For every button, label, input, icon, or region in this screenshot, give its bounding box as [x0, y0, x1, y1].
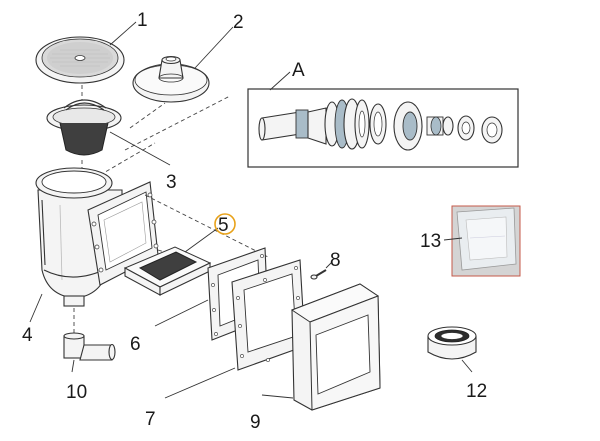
callout-9: 9	[250, 412, 261, 433]
leader-8	[325, 261, 333, 269]
leader-7	[164, 367, 236, 399]
callout-5: 5	[218, 215, 229, 236]
callout-1: 1	[137, 10, 148, 31]
callout-7: 7	[145, 409, 156, 430]
callout-12: 12	[466, 381, 487, 402]
leader-2	[194, 26, 234, 69]
callout-2: 2	[233, 12, 244, 33]
part-12-tape-roll	[427, 326, 477, 360]
assembly-line-8	[144, 194, 271, 259]
part-9-face-trim	[290, 283, 381, 411]
callout-a: A	[292, 60, 305, 81]
leader-1	[109, 21, 137, 46]
callout-6: 6	[130, 334, 141, 355]
part-7-faceplate	[231, 259, 306, 371]
leader-13	[443, 237, 463, 241]
leader-12	[461, 359, 473, 373]
part-3-basket	[46, 99, 122, 156]
part-5-filter-pad	[123, 246, 212, 296]
part-10-elbow	[63, 332, 116, 361]
leader-6	[154, 299, 209, 327]
leader-9	[261, 394, 294, 399]
leader-3	[109, 131, 171, 166]
callout-8: 8	[330, 250, 341, 271]
callout-5-highlight-ring	[214, 213, 236, 235]
callout-13: 13	[420, 231, 441, 252]
leader-5	[184, 227, 219, 253]
part-1-lid	[35, 36, 125, 84]
assembly-line-3	[129, 102, 166, 129]
assembly-line-4	[99, 142, 156, 176]
callout-3: 3	[166, 172, 177, 193]
part-8-screw	[310, 269, 327, 280]
part-4-skimmer-body	[35, 167, 159, 307]
assembly-line-5	[124, 95, 231, 151]
leader-10	[71, 359, 75, 373]
leader-4	[29, 293, 43, 323]
kit-a-box	[247, 88, 519, 168]
part-2-vacuum-plate	[132, 55, 210, 103]
leader-a	[269, 71, 291, 91]
callout-10: 10	[66, 382, 87, 403]
part-13-lid-photo	[451, 205, 521, 277]
callout-4: 4	[22, 325, 33, 346]
